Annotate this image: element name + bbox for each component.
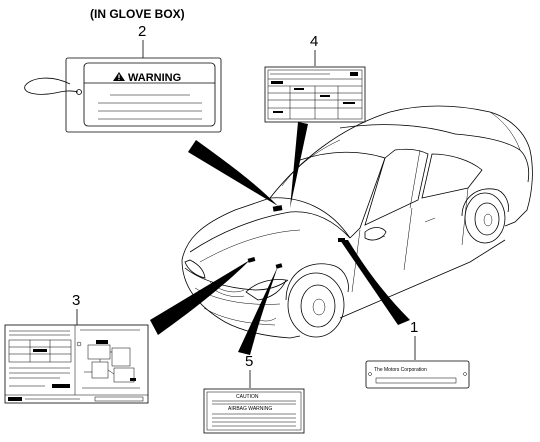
callout-3: 3 bbox=[72, 292, 80, 309]
callout-1: 1 bbox=[410, 319, 418, 336]
sedan-car-outline bbox=[181, 105, 533, 339]
glove-box-caption: (IN GLOVE BOX) bbox=[90, 7, 185, 21]
callout-4: 4 bbox=[310, 33, 318, 50]
warning-text: WARNING bbox=[128, 72, 181, 84]
label-4-spec-table bbox=[264, 66, 366, 123]
pointer-1 bbox=[340, 240, 410, 325]
pointer-4 bbox=[290, 122, 308, 208]
label-5-header: CAUTION bbox=[236, 394, 259, 400]
tag-outer-frame bbox=[65, 57, 222, 133]
callout-5: 5 bbox=[245, 353, 253, 370]
pointer-wedges bbox=[150, 122, 410, 355]
pointer-5 bbox=[238, 266, 278, 355]
tag-grommet bbox=[76, 89, 82, 95]
tag-string bbox=[24, 77, 79, 95]
warning-triangle-icon bbox=[113, 72, 125, 81]
pointer-2 bbox=[188, 140, 278, 206]
label-1-text: The Motors Corporation bbox=[374, 367, 427, 373]
tag-inner-frame bbox=[83, 62, 216, 127]
callout-2: 2 bbox=[138, 23, 146, 40]
label-3-emission-label bbox=[4, 324, 149, 404]
label-5-subheader: AIRBAG WARNING bbox=[228, 406, 272, 412]
label-2-warning-tag: WARNING bbox=[24, 57, 222, 133]
label-1-maker-plate: The Motors Corporation bbox=[365, 360, 470, 389]
pointer-3 bbox=[150, 260, 250, 335]
label-5-airbag-caution: CAUTION AIRBAG WARNING bbox=[203, 388, 305, 434]
